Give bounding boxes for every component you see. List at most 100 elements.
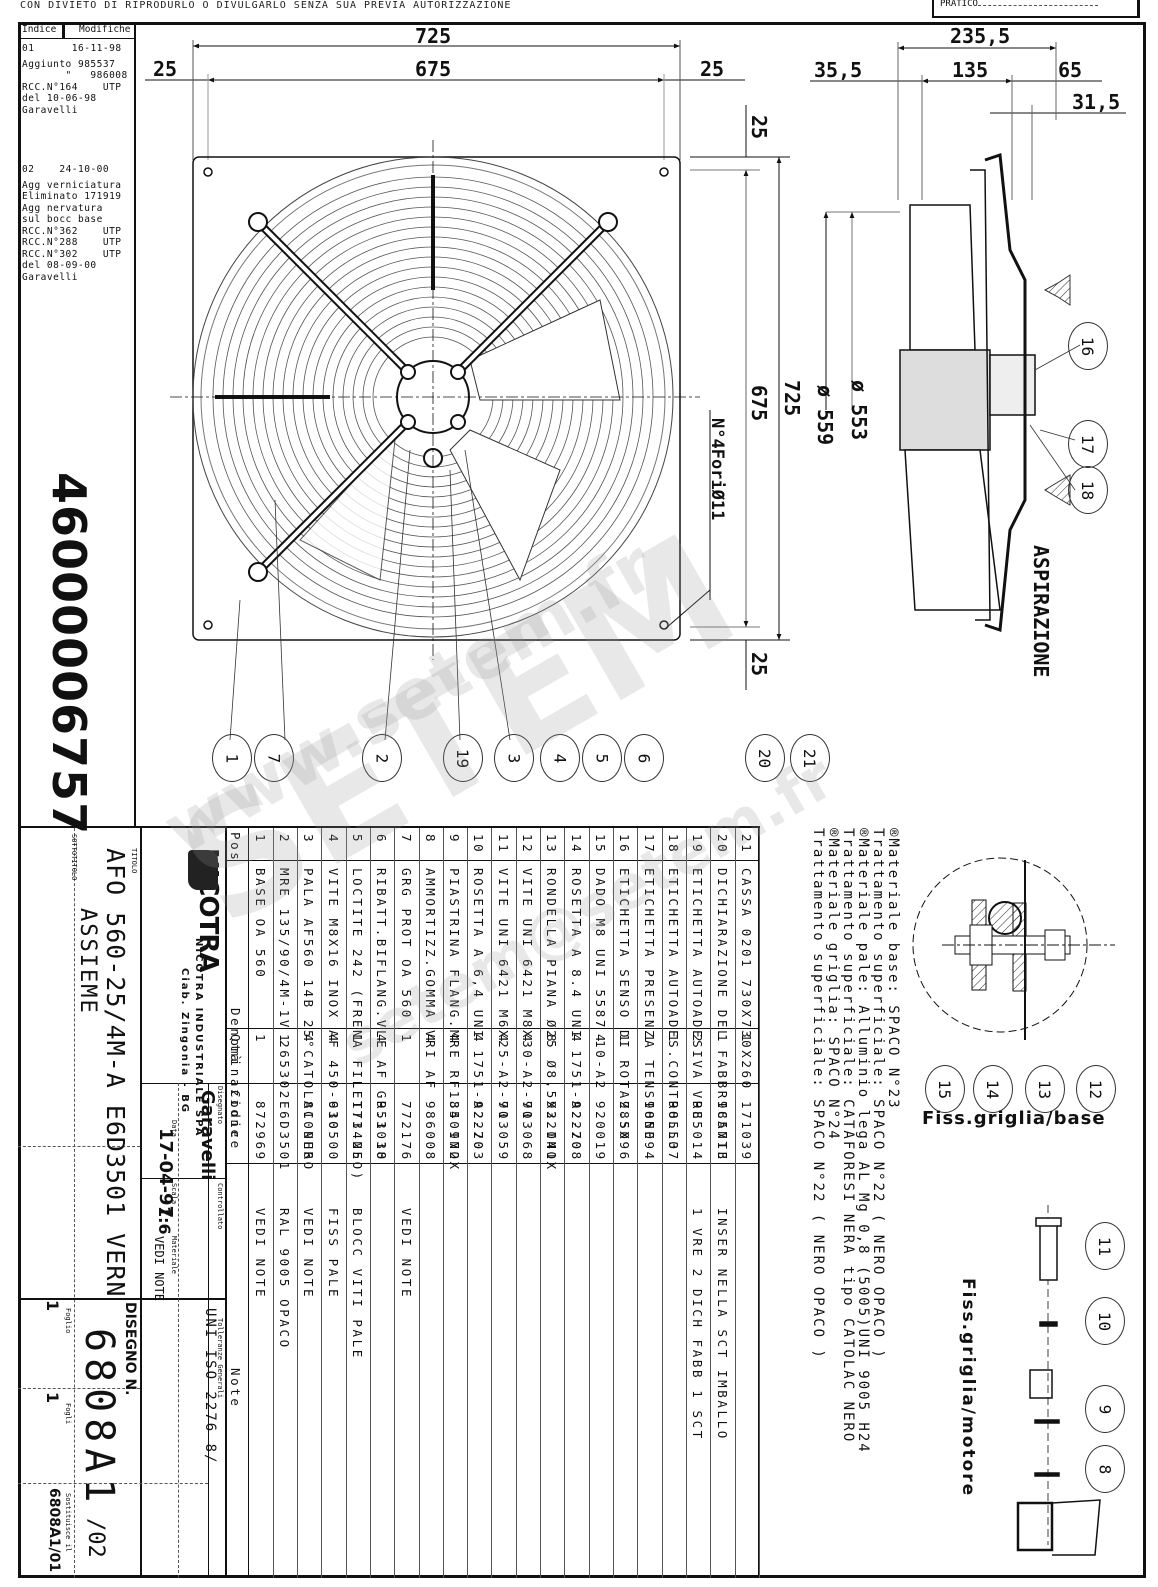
header-pos: Pos bbox=[228, 832, 244, 863]
svg-text:ø 553: ø 553 bbox=[847, 380, 871, 440]
sottotitolo-label: SOTTOTITOLO bbox=[70, 834, 78, 881]
cell-qty: 1 bbox=[666, 1034, 682, 1045]
pratico-field: PRATICO bbox=[932, 0, 1140, 18]
cell-pos: 13 bbox=[544, 834, 560, 855]
cell-pos: 14 bbox=[568, 834, 584, 855]
svg-text:135: 135 bbox=[952, 58, 988, 82]
index-header: Indice bbox=[18, 22, 65, 38]
balloon-20: 20 bbox=[745, 734, 785, 782]
tolerances: UNI ISO 2276 8/ bbox=[202, 1308, 218, 1465]
cell-note: FISS PALE bbox=[325, 1208, 341, 1300]
balloon-11: 11 bbox=[1085, 1222, 1125, 1270]
cell-code: 986008 bbox=[422, 1101, 438, 1162]
cell-qty: 4 bbox=[495, 1034, 511, 1045]
balloon-15: 15 bbox=[925, 1065, 965, 1113]
svg-text:235,5: 235,5 bbox=[950, 24, 1010, 48]
balloon-8: 8 bbox=[1085, 1445, 1125, 1493]
cell-code: 922041 bbox=[544, 1101, 560, 1162]
cell-pos: 7 bbox=[398, 834, 414, 845]
side-dimension-labels: 235,5 35,5 135 65 31,5 bbox=[814, 24, 1120, 114]
cell-qty: 4 bbox=[422, 1034, 438, 1045]
cell-code: 985014 bbox=[690, 1101, 706, 1162]
balloon-16: 16 bbox=[1068, 322, 1108, 370]
balloon-21: 21 bbox=[790, 734, 830, 782]
rev-index: 02 bbox=[22, 164, 35, 175]
cell-code: 922208 bbox=[568, 1101, 584, 1162]
cell-name: MRE 135/90/4M-1V 265302 bbox=[276, 868, 292, 1101]
balloon-4: 4 bbox=[540, 734, 580, 782]
cell-name: BASE OA 560 bbox=[252, 868, 268, 980]
balloon-14: 14 bbox=[973, 1065, 1013, 1113]
cell-pos: 2 bbox=[276, 834, 292, 845]
cell-qty: 1 bbox=[252, 1034, 268, 1045]
svg-text:65: 65 bbox=[1058, 58, 1082, 82]
cell-qty: 4 bbox=[325, 1034, 341, 1045]
rev-text: Agg verniciatura Eliminato 171919 Agg ne… bbox=[22, 179, 122, 283]
cell-qty: 1 bbox=[398, 1034, 414, 1045]
svg-text:25: 25 bbox=[153, 57, 177, 81]
cell-pos: 5 bbox=[349, 834, 365, 845]
note-grille-treatment: Trattamento superficiale: SPACO N°22 ( N… bbox=[810, 828, 826, 1360]
cell-code: 910500 bbox=[325, 1101, 341, 1162]
column-divider bbox=[225, 1083, 760, 1084]
detail-grille-motor-drawing bbox=[1016, 1205, 1101, 1556]
cell-code: 171039 bbox=[738, 1101, 754, 1162]
fan-side-profile bbox=[899, 152, 1036, 633]
svg-text:31,5: 31,5 bbox=[1072, 90, 1120, 114]
cell-pos: 17 bbox=[641, 834, 657, 855]
cell-pos: 9 bbox=[447, 834, 463, 845]
cell-pos: 11 bbox=[495, 834, 511, 855]
note-blade-treatment: Trattamento superficiale: CATAFORESI NER… bbox=[840, 828, 856, 1444]
cell-code: 985096 bbox=[617, 1101, 633, 1162]
disegno-label: DISEGNO N. bbox=[122, 1302, 138, 1396]
note-grille-material: ®Materiale griglia: SPACO N°24 bbox=[825, 828, 841, 1141]
balloon-2: 2 bbox=[362, 734, 402, 782]
pratico-label: PRATICO bbox=[940, 0, 978, 9]
detail-base-title: Fiss.griglia/base bbox=[922, 1108, 1106, 1129]
svg-text:25: 25 bbox=[700, 57, 724, 81]
svg-text:25: 25 bbox=[747, 652, 771, 676]
header-code: Codice bbox=[228, 1090, 244, 1151]
drawing-frame bbox=[18, 22, 1146, 1578]
revision-entry-1: 01 16-11-98 Aggiunto 985537 " 986008 RCC… bbox=[18, 39, 134, 118]
materiale-label: Materiale bbox=[170, 1236, 178, 1274]
detail-motor-title: Fiss.griglia/motore bbox=[958, 1278, 978, 1498]
balloon-3: 3 bbox=[494, 734, 534, 782]
svg-text:725: 725 bbox=[415, 24, 451, 48]
cell-qty: 2 bbox=[690, 1034, 706, 1045]
cell-pos: 1 bbox=[252, 834, 268, 845]
cell-qty: 1 bbox=[276, 1034, 292, 1045]
company-city: Ciab. Zingonia - BG bbox=[179, 968, 190, 1115]
cell-pos: 18 bbox=[666, 834, 682, 855]
cell-pos: 20 bbox=[714, 834, 730, 855]
svg-text:725: 725 bbox=[780, 380, 804, 416]
cell-name: CASSA 0201 730X730X260 bbox=[738, 868, 754, 1091]
front-view-dimensions bbox=[145, 40, 900, 690]
cell-pos: 4 bbox=[325, 834, 341, 845]
cell-code: 920019 bbox=[593, 1101, 609, 1162]
balloon-12: 12 bbox=[1076, 1065, 1116, 1113]
column-divider bbox=[225, 860, 760, 861]
cell-note: VEDI NOTE bbox=[398, 1208, 414, 1300]
column-divider bbox=[225, 1028, 760, 1029]
cell-code: 772176 bbox=[398, 1101, 414, 1162]
cell-note: 1 VRE 2 DICH FABB 1 SCT bbox=[690, 1208, 706, 1441]
cell-pos: 6 bbox=[374, 834, 390, 845]
cell-qty: 8 bbox=[544, 1034, 560, 1045]
svg-text:675: 675 bbox=[747, 385, 771, 421]
revision-box: Indice Modifiche 01 16-11-98 Aggiunto 98… bbox=[18, 22, 136, 828]
cell-code: 951010 bbox=[374, 1101, 390, 1162]
cell-pos: 8 bbox=[422, 834, 438, 845]
scale: 1:6 bbox=[155, 1206, 174, 1235]
cell-code: 173425 bbox=[349, 1101, 365, 1162]
